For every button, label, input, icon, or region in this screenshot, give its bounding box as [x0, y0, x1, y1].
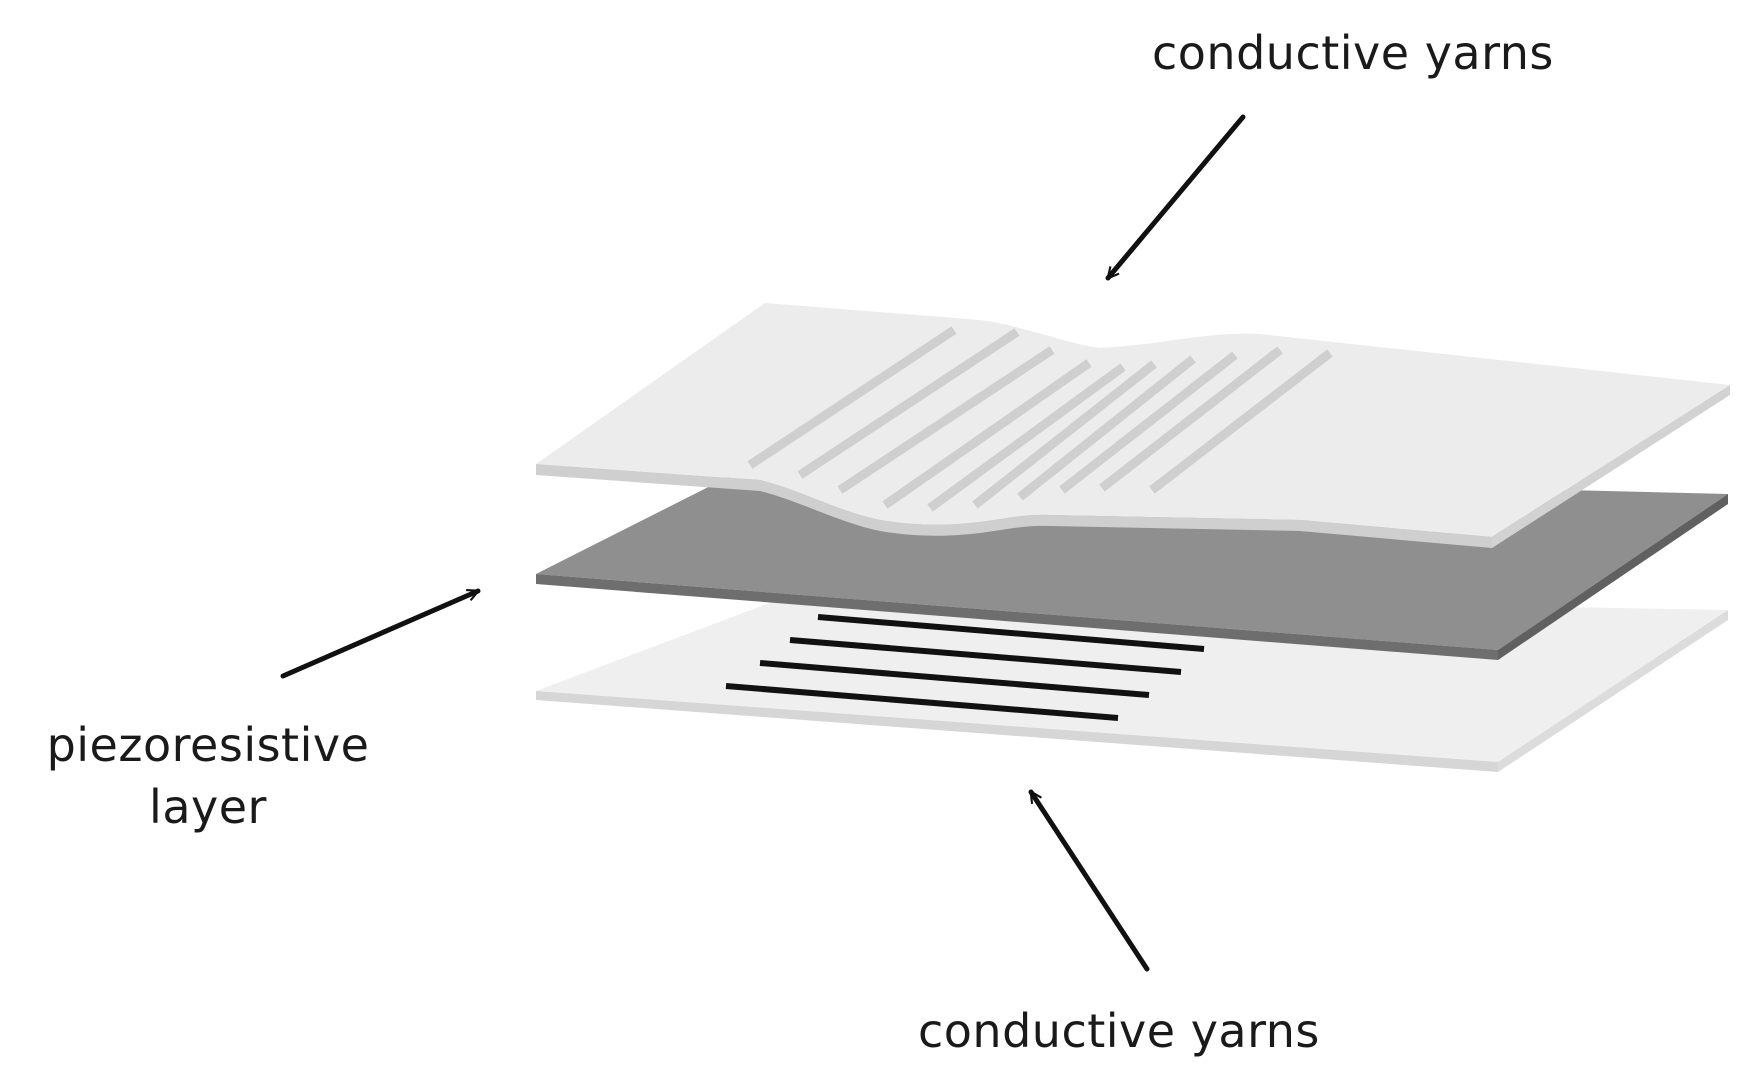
top-yarn-stripe — [927, 363, 1126, 512]
top-yarn-stripe — [972, 360, 1157, 509]
piezo-label-line2: layer — [149, 780, 267, 835]
piezo-side-edge — [1498, 494, 1728, 660]
top-yarn-stripe — [1149, 349, 1333, 494]
bottom-conductive-yarns — [725, 614, 1205, 721]
bottom-yarn-line — [789, 637, 1182, 675]
top-yarn-stripe — [1059, 351, 1238, 494]
bottom-yarns-arrow — [1028, 792, 1150, 972]
top-yarn-stripe — [882, 359, 1092, 509]
piezoresistive-layer-label: piezoresistive layer — [18, 714, 398, 838]
bottom-conductive-yarns-label: conductive yarns — [918, 1004, 1320, 1058]
bottom-yarn-line — [817, 614, 1205, 652]
bottom-yarn-line — [725, 683, 1119, 721]
top-conductive-yarns-label: conductive yarns — [1152, 26, 1554, 80]
top-yarn-stripe — [837, 346, 1055, 494]
piezo-label-line1: piezoresistive — [46, 718, 370, 772]
top-conductive-yarns — [747, 326, 1333, 512]
bottom-fabric-side-edge — [1498, 610, 1728, 772]
top-fabric-top-face — [536, 303, 1730, 537]
top-yarn-stripe — [1099, 346, 1283, 492]
top-fabric-side-edge — [1492, 385, 1730, 548]
bottom-yarn-line — [759, 660, 1150, 698]
top-fabric-front-edge — [536, 464, 1492, 548]
top-yarn-stripe — [1017, 355, 1196, 501]
piezo-layer-arrow — [280, 588, 478, 679]
top-fabric-layer — [536, 303, 1730, 548]
top-yarns-arrow — [1105, 114, 1246, 281]
top-yarn-stripe — [797, 328, 1020, 479]
piezo-front-edge — [536, 574, 1498, 660]
bottom-fabric-edge — [536, 691, 1498, 772]
callout-arrows — [280, 114, 1246, 972]
top-yarn-stripe — [747, 326, 957, 469]
